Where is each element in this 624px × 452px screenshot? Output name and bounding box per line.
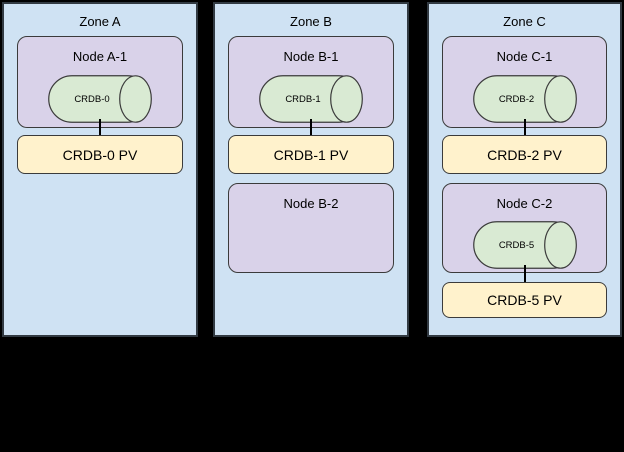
node-a1-box: Node A-1 CRDB-0 <box>17 36 183 128</box>
crdb-2-pv-label: CRDB-2 PV <box>487 146 562 163</box>
database-cylinder-icon <box>259 75 363 123</box>
node-b2-label: Node B-2 <box>283 196 339 211</box>
node-a1-label: Node A-1 <box>72 49 128 64</box>
crdb-5-pod-cylinder: CRDB-5 <box>472 221 577 269</box>
database-cylinder-icon <box>48 75 152 123</box>
crdb-1-pod-label: CRDB-1 <box>285 93 321 105</box>
zone-c-label: Zone C <box>503 14 546 29</box>
pod-to-pv-connector-line <box>523 265 526 284</box>
crdb-0-pv-box: CRDB-0 PV <box>17 135 183 174</box>
zone-c-panel: Zone C Node C-1 CRDB-2 CRDB-2 PV Node C-… <box>427 2 622 337</box>
zone-a-panel: Zone A Node A-1 CRDB-0 CRDB-0 PV <box>2 2 198 337</box>
pod-to-pv-connector-line <box>310 119 312 137</box>
zone-a-label: Zone A <box>79 14 121 29</box>
crdb-0-pv-label: CRDB-0 PV <box>62 146 138 163</box>
crdb-2-pod-label: CRDB-2 <box>498 93 535 105</box>
node-b1-box: Node B-1 CRDB-1 <box>228 36 394 128</box>
crdb-0-pod-cylinder: CRDB-0 <box>48 75 152 123</box>
pod-to-pv-connector-line <box>523 119 526 137</box>
crdb-5-pv-box: CRDB-5 PV <box>442 282 607 318</box>
node-c1-box: Node C-1 CRDB-2 <box>442 36 607 128</box>
node-c1-label: Node C-1 <box>496 49 553 64</box>
crdb-5-pv-label: CRDB-5 PV <box>487 292 562 308</box>
pod-to-pv-connector-line <box>99 119 101 137</box>
node-c2-label: Node C-2 <box>496 196 553 211</box>
crdb-5-pod-label: CRDB-5 <box>498 239 535 251</box>
crdb-1-pod-cylinder: CRDB-1 <box>259 75 363 123</box>
crdb-2-pv-box: CRDB-2 PV <box>442 135 607 174</box>
crdb-1-pv-box: CRDB-1 PV <box>228 135 394 174</box>
zone-b-panel: Zone B Node B-1 CRDB-1 CRDB-1 PV Node B-… <box>213 2 409 337</box>
node-b1-label: Node B-1 <box>283 49 339 64</box>
crdb-1-pv-label: CRDB-1 PV <box>273 146 349 163</box>
node-c2-box: Node C-2 CRDB-5 <box>442 183 607 273</box>
node-b2-box: Node B-2 <box>228 183 394 273</box>
crdb-0-pod-label: CRDB-0 <box>74 93 110 105</box>
database-cylinder-icon <box>472 75 577 123</box>
crdb-2-pod-cylinder: CRDB-2 <box>472 75 577 123</box>
zone-b-label: Zone B <box>290 14 332 29</box>
